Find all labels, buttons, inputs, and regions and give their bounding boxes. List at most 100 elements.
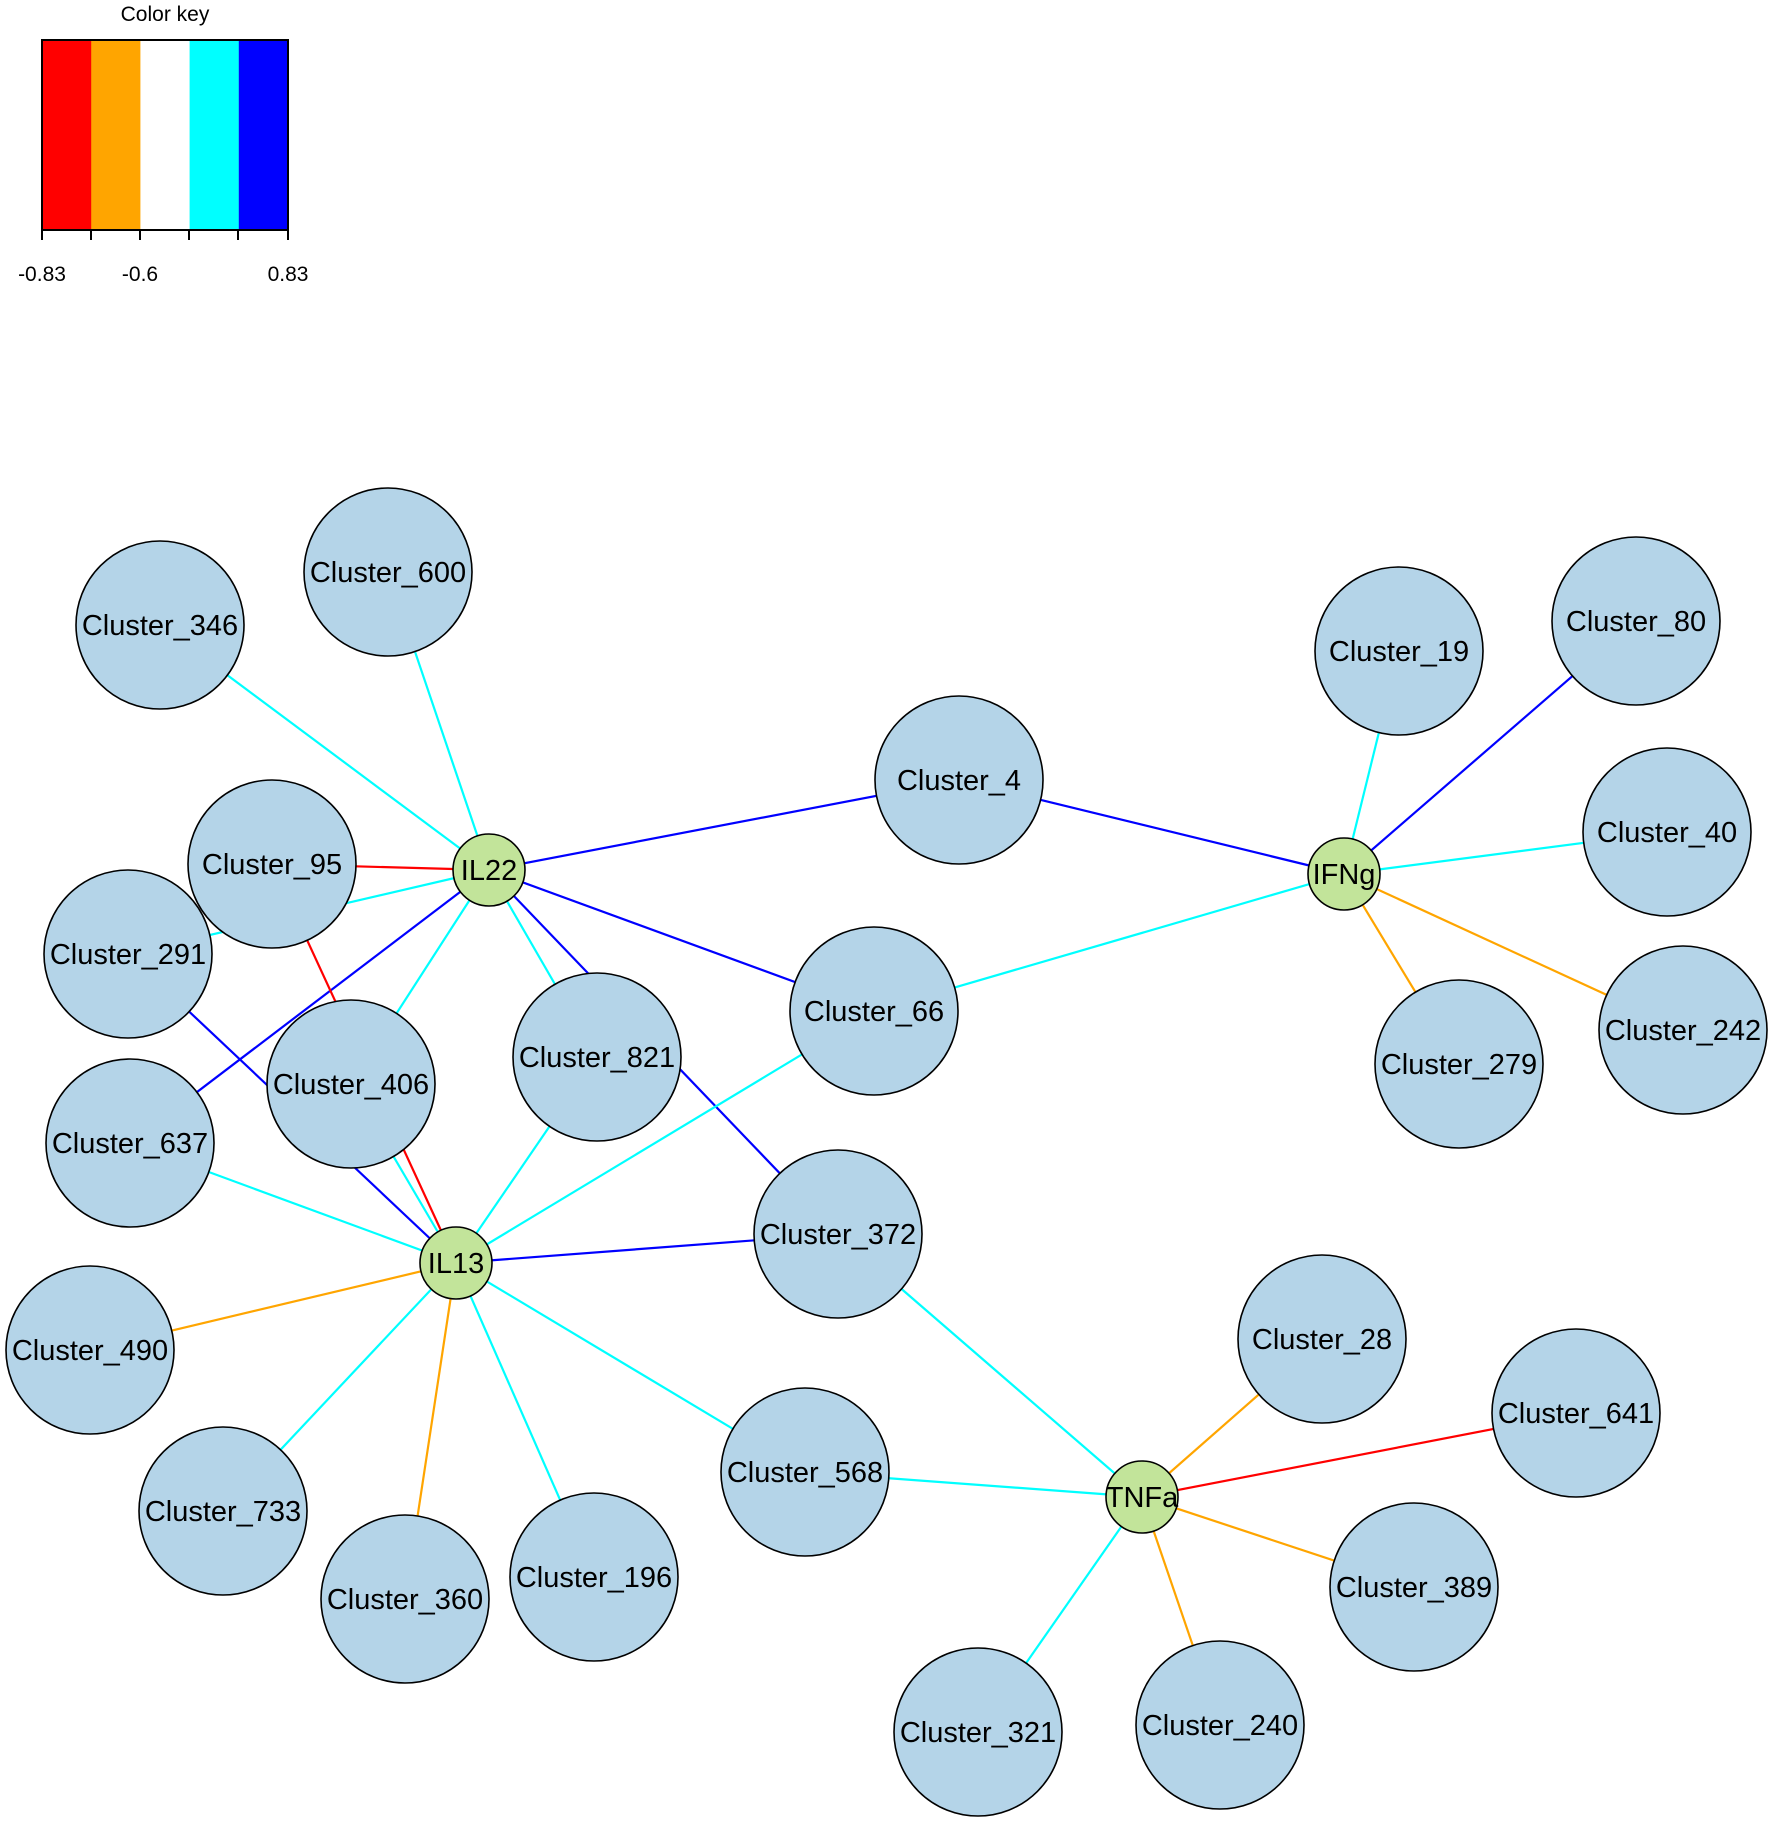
node-c28[interactable]: Cluster_28: [1237, 1254, 1407, 1424]
color-key-band: [91, 40, 141, 230]
node-IL13[interactable]: IL13: [419, 1226, 493, 1300]
cluster-node-circle: [1374, 979, 1544, 1149]
node-c360[interactable]: Cluster_360: [320, 1514, 490, 1684]
node-c346[interactable]: Cluster_346: [75, 540, 245, 710]
cluster-node-circle: [303, 487, 473, 657]
cluster-node-label: Cluster_733: [145, 1496, 301, 1528]
cytokine-node-circle: [419, 1226, 493, 1300]
node-c568[interactable]: Cluster_568: [720, 1387, 890, 1557]
cluster-node-label: Cluster_372: [760, 1219, 916, 1251]
color-key-band: [140, 40, 191, 230]
cytokine-node-label: IFNg: [1313, 859, 1376, 891]
color-key-title: Color key: [121, 3, 210, 26]
cluster-node-circle: [512, 972, 682, 1142]
node-c637[interactable]: Cluster_637: [45, 1058, 215, 1228]
node-c80[interactable]: Cluster_80: [1551, 536, 1721, 706]
cluster-node-label: Cluster_321: [900, 1717, 1056, 1749]
cluster-node-label: Cluster_95: [202, 849, 342, 881]
node-c196[interactable]: Cluster_196: [509, 1492, 679, 1662]
color-key-bands: [42, 40, 289, 230]
cluster-node-circle: [320, 1514, 490, 1684]
color-key-ticks: -0.83 -0.6 0.83: [18, 230, 308, 286]
cluster-node-circle: [893, 1647, 1063, 1817]
cluster-node-label: Cluster_490: [12, 1335, 168, 1367]
cluster-node-circle: [1491, 1328, 1661, 1498]
node-c242[interactable]: Cluster_242: [1598, 945, 1768, 1115]
node-c40[interactable]: Cluster_40: [1582, 747, 1752, 917]
cluster-node-circle: [187, 779, 357, 949]
node-c4[interactable]: Cluster_4: [874, 695, 1044, 865]
node-c733[interactable]: Cluster_733: [138, 1426, 308, 1596]
node-c291[interactable]: Cluster_291: [43, 869, 213, 1039]
cluster-node-label: Cluster_242: [1605, 1015, 1761, 1047]
cluster-node-circle: [789, 926, 959, 1096]
cluster-node-circle: [266, 999, 436, 1169]
cluster-node-label: Cluster_196: [516, 1562, 672, 1594]
node-layer: IL22IL13IFNgTNFaCluster_600Cluster_346Cl…: [5, 487, 1768, 1817]
cluster-node-circle: [720, 1387, 890, 1557]
cytokine-node-circle: [452, 833, 526, 907]
node-c641[interactable]: Cluster_641: [1491, 1328, 1661, 1498]
cluster-node-label: Cluster_80: [1566, 606, 1706, 638]
cluster-node-label: Cluster_637: [52, 1128, 208, 1160]
cluster-node-circle: [753, 1149, 923, 1319]
cluster-node-label: Cluster_40: [1597, 817, 1737, 849]
cluster-node-label: Cluster_600: [310, 557, 466, 589]
node-c240[interactable]: Cluster_240: [1135, 1640, 1305, 1810]
node-IL22[interactable]: IL22: [452, 833, 526, 907]
cluster-node-label: Cluster_568: [727, 1457, 883, 1489]
cluster-node-label: Cluster_291: [50, 939, 206, 971]
node-c95[interactable]: Cluster_95: [187, 779, 357, 949]
cluster-node-label: Cluster_240: [1142, 1710, 1298, 1742]
node-c372[interactable]: Cluster_372: [753, 1149, 923, 1319]
node-c19[interactable]: Cluster_19: [1314, 566, 1484, 736]
color-key-band: [42, 40, 92, 230]
cluster-node-circle: [1598, 945, 1768, 1115]
node-c389[interactable]: Cluster_389: [1329, 1502, 1499, 1672]
cluster-node-label: Cluster_360: [327, 1584, 483, 1616]
color-key-tick-label: -0.83: [18, 263, 66, 286]
color-key-band: [189, 40, 240, 230]
node-c490[interactable]: Cluster_490: [5, 1265, 175, 1435]
node-IFNg[interactable]: IFNg: [1307, 837, 1381, 911]
cluster-node-label: Cluster_279: [1381, 1049, 1537, 1081]
cytokine-node-label: TNFa: [1106, 1482, 1179, 1514]
cluster-node-label: Cluster_346: [82, 610, 238, 642]
cluster-node-circle: [1237, 1254, 1407, 1424]
node-c600[interactable]: Cluster_600: [303, 487, 473, 657]
cluster-node-circle: [75, 540, 245, 710]
cluster-node-label: Cluster_406: [273, 1069, 429, 1101]
cluster-node-circle: [1135, 1640, 1305, 1810]
cluster-node-circle: [509, 1492, 679, 1662]
cluster-node-circle: [43, 869, 213, 1039]
cluster-node-circle: [1551, 536, 1721, 706]
cluster-node-label: Cluster_4: [897, 765, 1021, 797]
color-key-tick-label: 0.83: [268, 263, 309, 286]
color-key-frame: [41, 39, 289, 231]
color-key-tick-label: -0.6: [122, 263, 158, 286]
color-key-band: [238, 40, 289, 230]
node-c321[interactable]: Cluster_321: [893, 1647, 1063, 1817]
cytokine-node-label: IL13: [428, 1248, 484, 1280]
cluster-node-label: Cluster_389: [1336, 1572, 1492, 1604]
cluster-node-circle: [1582, 747, 1752, 917]
node-c66[interactable]: Cluster_66: [789, 926, 959, 1096]
cluster-node-circle: [45, 1058, 215, 1228]
cluster-node-circle: [138, 1426, 308, 1596]
cluster-node-label: Cluster_821: [519, 1042, 675, 1074]
node-TNFa[interactable]: TNFa: [1105, 1460, 1179, 1534]
node-c279[interactable]: Cluster_279: [1374, 979, 1544, 1149]
cluster-node-label: Cluster_66: [804, 996, 944, 1028]
node-c821[interactable]: Cluster_821: [512, 972, 682, 1142]
cluster-node-label: Cluster_28: [1252, 1324, 1392, 1356]
cluster-node-label: Cluster_19: [1329, 636, 1469, 668]
cluster-node-circle: [1329, 1502, 1499, 1672]
cluster-node-circle: [1314, 566, 1484, 736]
cluster-node-circle: [5, 1265, 175, 1435]
node-c406[interactable]: Cluster_406: [266, 999, 436, 1169]
cluster-node-circle: [874, 695, 1044, 865]
cytokine-node-circle: [1105, 1460, 1179, 1534]
cytokine-node-circle: [1307, 837, 1381, 911]
cytokine-node-label: IL22: [461, 855, 517, 887]
